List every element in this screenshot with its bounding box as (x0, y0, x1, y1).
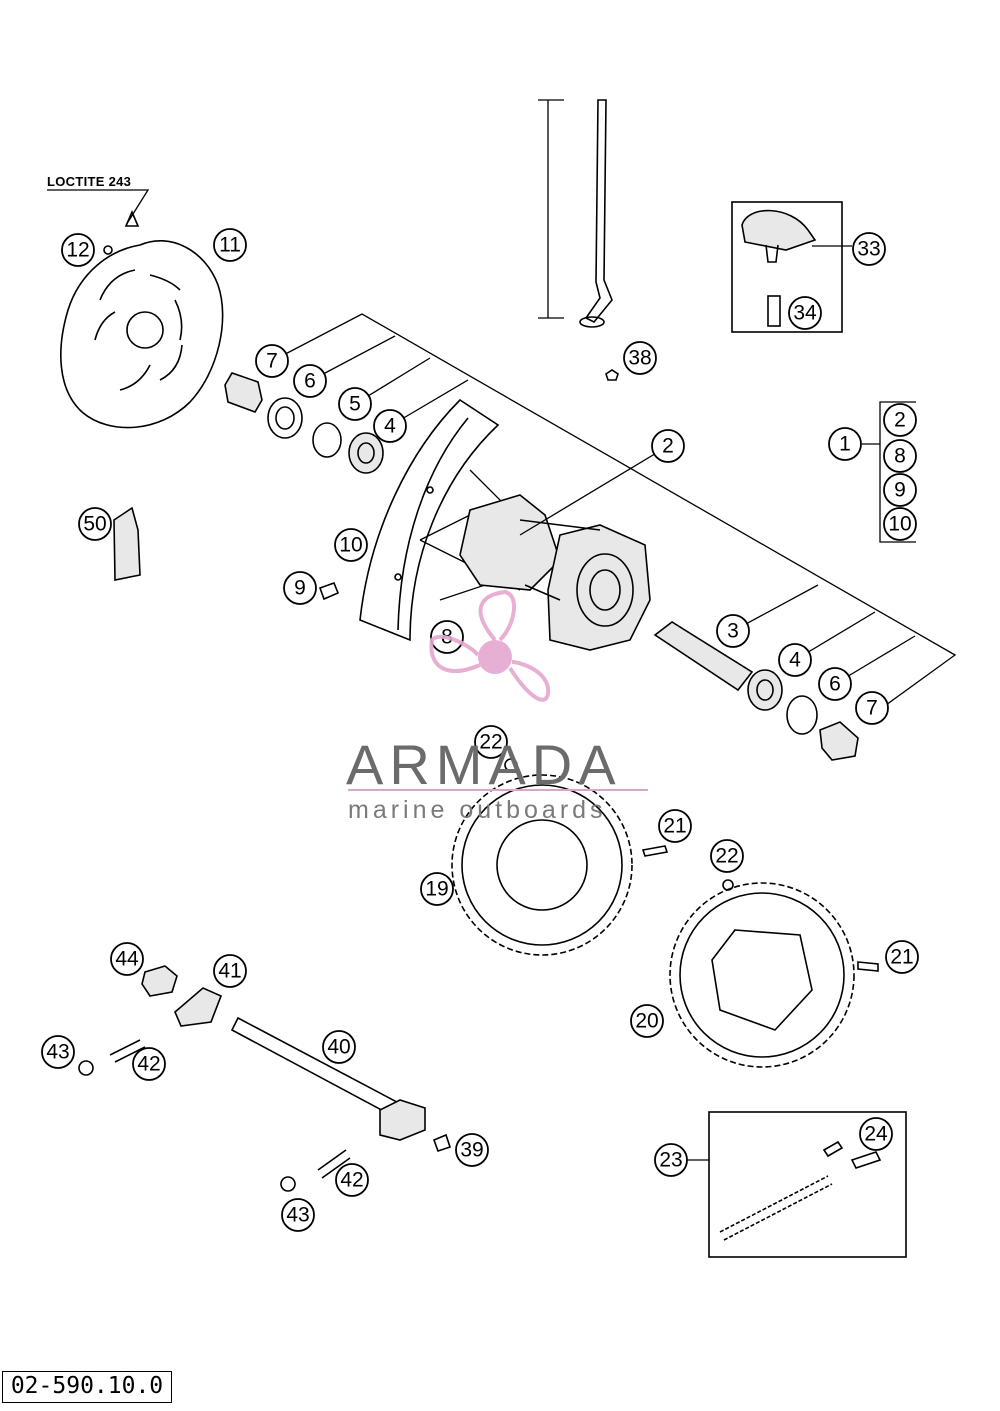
callout-24: 24 (859, 1117, 893, 1151)
callout-38: 38 (623, 341, 657, 375)
svg-text:43: 43 (46, 1041, 69, 1064)
svg-text:4: 4 (384, 415, 396, 438)
svg-text:2: 2 (662, 435, 674, 458)
svg-text:8: 8 (894, 445, 906, 468)
callout-9: 9 (283, 571, 317, 605)
rear-axle (230, 1016, 426, 1141)
svg-text:6: 6 (829, 673, 841, 696)
propeller-logo (429, 589, 551, 702)
svg-text:22: 22 (479, 731, 502, 754)
svg-text:7: 7 (266, 350, 278, 373)
callout-11: 11 (213, 228, 247, 262)
svg-text:7: 7 (866, 697, 878, 720)
callout-21-lower: 21 (885, 940, 919, 974)
svg-text:43: 43 (286, 1204, 309, 1227)
callout-23: 23 (654, 1143, 688, 1177)
callout-43: 43 (41, 1035, 75, 1069)
callout-21: 21 (658, 809, 692, 843)
callout-50: 50 (78, 507, 112, 541)
callout-33: 33 (852, 232, 886, 266)
svg-text:3: 3 (727, 620, 739, 643)
svg-text:24: 24 (864, 1123, 888, 1146)
svg-text:21: 21 (890, 946, 913, 969)
svg-text:9: 9 (294, 577, 306, 600)
tire-valve (741, 209, 817, 327)
svg-text:5: 5 (349, 393, 361, 416)
svg-text:12: 12 (66, 239, 89, 262)
svg-text:11: 11 (219, 234, 241, 257)
callout-19: 19 (420, 872, 454, 906)
svg-text:34: 34 (793, 302, 817, 325)
callout-41: 41 (213, 954, 247, 988)
hub-spacer-lower (653, 621, 859, 761)
loctite-note: LOCTITE 243 (47, 174, 132, 189)
callout-12: 12 (61, 233, 95, 267)
svg-text:23: 23 (659, 1149, 682, 1172)
svg-text:4: 4 (789, 649, 801, 672)
callout-kit-8: 8 (883, 439, 917, 473)
watermark-divider (348, 789, 648, 791)
sprocket-large (451, 774, 633, 956)
svg-text:33: 33 (857, 238, 880, 261)
callout-42: 42 (132, 1047, 166, 1081)
svg-text:1: 1 (839, 433, 851, 456)
svg-text:2: 2 (894, 409, 906, 432)
callout-kit-9: 9 (883, 473, 917, 507)
spoke-nipple-tool (538, 99, 613, 328)
watermark-brand: ARMADA (346, 733, 622, 796)
svg-text:42: 42 (340, 1169, 363, 1192)
callout-7-lower: 7 (855, 691, 889, 725)
callout-34: 34 (788, 296, 822, 330)
callout-43-lower: 43 (281, 1198, 315, 1232)
callout-7: 7 (255, 344, 289, 378)
callout-6-lower: 6 (818, 667, 852, 701)
rim-segment (359, 398, 500, 642)
callout-20: 20 (630, 1004, 664, 1038)
svg-text:38: 38 (628, 347, 651, 370)
svg-text:22: 22 (715, 845, 738, 868)
callout-kit-2: 2 (883, 403, 917, 437)
callout-3: 3 (716, 614, 750, 648)
svg-text:6: 6 (304, 370, 316, 393)
svg-text:41: 41 (218, 960, 241, 983)
sprocket-small (669, 882, 855, 1068)
svg-text:21: 21 (663, 815, 686, 838)
svg-text:44: 44 (115, 948, 139, 971)
svg-text:10: 10 (339, 534, 362, 557)
callout-2: 2 (651, 429, 685, 463)
svg-text:10: 10 (888, 513, 911, 536)
brake-disc (60, 240, 224, 429)
callout-42-lower: 42 (335, 1163, 369, 1197)
hub-spacer-upper (224, 372, 384, 474)
callout-4-lower: 4 (778, 643, 812, 677)
callout-44: 44 (110, 942, 144, 976)
callout-40: 40 (322, 1030, 356, 1064)
callout-22-lower: 22 (710, 839, 744, 873)
callout-39: 39 (455, 1133, 489, 1167)
wheel-hub (459, 494, 651, 651)
svg-text:39: 39 (460, 1139, 483, 1162)
svg-text:19: 19 (425, 878, 448, 901)
callout-5: 5 (338, 387, 372, 421)
callout-kit-10: 10 (883, 507, 917, 541)
svg-text:42: 42 (137, 1053, 160, 1076)
svg-text:40: 40 (327, 1036, 350, 1059)
svg-text:9: 9 (894, 479, 906, 502)
callout-1: 1 (828, 427, 862, 461)
document-code: 02-590.10.0 (2, 1371, 172, 1403)
callout-10: 10 (334, 528, 368, 562)
svg-text:50: 50 (83, 513, 106, 536)
callout-6: 6 (293, 364, 327, 398)
svg-text:20: 20 (635, 1010, 658, 1033)
callout-4: 4 (373, 409, 407, 443)
callout-22: 22 (474, 725, 508, 759)
watermark-tagline: marine outboards (348, 796, 607, 824)
